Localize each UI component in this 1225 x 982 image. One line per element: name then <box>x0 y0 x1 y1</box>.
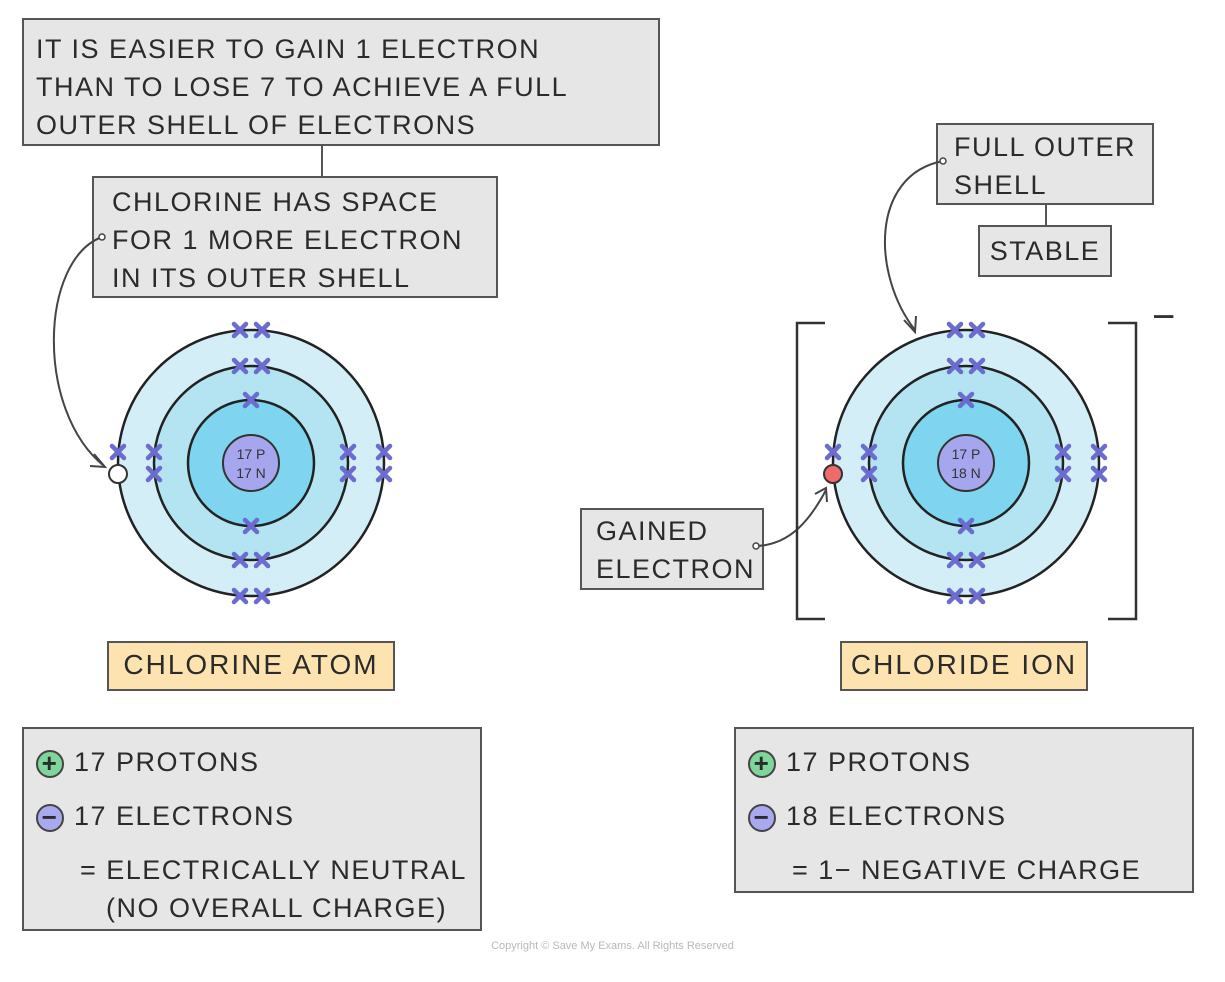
copyright-text: Copyright © Save My Exams. All Rights Re… <box>491 940 734 952</box>
ion-protons-row: +17 PROTONS <box>748 743 972 781</box>
arrowhead <box>903 315 917 335</box>
stable-text: STABLE <box>989 236 1101 266</box>
electron-cross <box>946 551 964 569</box>
electron-cross <box>253 321 271 339</box>
chloride-ion-diagram: 17 P 18 N <box>823 321 1108 605</box>
missing-electron-space <box>108 464 128 484</box>
electron-cross <box>242 517 260 535</box>
electron-cross <box>242 391 260 409</box>
gained-electron-note: GAINED ELECTRON <box>580 508 764 590</box>
electron-cross <box>253 587 271 605</box>
electron-cross <box>253 551 271 569</box>
gained-electron <box>823 464 843 484</box>
top-note-line: OUTER SHELL OF ELECTRONS <box>36 110 477 140</box>
chlorine-atom-label: CHLORINE ATOM <box>107 641 395 691</box>
arrow-tail-dot <box>98 233 106 241</box>
atom-result-line: = ELECTRICALLY NEUTRAL <box>80 855 467 885</box>
electron-cross <box>109 443 127 461</box>
nucleus-neutrons: 18 N <box>951 465 981 481</box>
chlorine-note-line: CHLORINE HAS SPACE <box>112 187 439 217</box>
minus-sign-icon: − <box>748 803 776 832</box>
arrow-tail-dot <box>939 157 947 165</box>
electron-cross <box>375 443 393 461</box>
top-note-line: THAN TO LOSE 7 TO ACHIEVE A FULL <box>36 72 569 102</box>
nucleus <box>937 434 995 492</box>
ion-electrons: 18 ELECTRONS <box>786 801 1007 831</box>
ion-charge-summary: +17 PROTONS −18 ELECTRONS = 1− NEGATIVE … <box>734 727 1194 893</box>
chlorine-note-line: FOR 1 MORE ELECTRON <box>112 225 464 255</box>
chlorine-space-note: CHLORINE HAS SPACE FOR 1 MORE ELECTRON I… <box>92 176 498 298</box>
gained-note-line: ELECTRON <box>596 554 756 584</box>
chlorine-atom-diagram: 17 P 17 N <box>108 321 393 605</box>
top-note-line: IT IS EASIER TO GAIN 1 ELECTRON <box>36 34 541 64</box>
electron-cross <box>231 551 249 569</box>
nucleus-protons: 17 P <box>237 446 266 462</box>
atom-protons-row: +17 PROTONS <box>36 743 260 781</box>
electron-cross <box>1054 443 1072 461</box>
ion-electrons-row: −18 ELECTRONS <box>748 797 1007 835</box>
electron-cross <box>145 443 163 461</box>
electron-cross <box>860 465 878 483</box>
electron-cross <box>968 551 986 569</box>
arrowhead <box>89 453 108 469</box>
nucleus <box>222 434 280 492</box>
gained-arrow <box>755 489 827 547</box>
chloride-ion-label: CHLORIDE ION <box>840 641 1088 691</box>
electron-cross <box>946 321 964 339</box>
electron-cross <box>824 443 842 461</box>
electron-cross <box>1054 465 1072 483</box>
space-arrow <box>52 236 105 467</box>
stable-label: STABLE <box>978 225 1112 277</box>
arrow-tail-dot <box>752 542 760 550</box>
full-outer-shell-note: FULL OUTER SHELL <box>936 123 1154 205</box>
electron-cross <box>946 357 964 375</box>
atom-result-line: (NO OVERALL CHARGE) <box>106 893 448 923</box>
electron-cross <box>1090 465 1108 483</box>
ion-charge: − <box>1152 295 1175 339</box>
atom-charge-summary: +17 PROTONS −17 ELECTRONS = ELECTRICALLY… <box>22 727 482 931</box>
electron-cross <box>968 587 986 605</box>
electron-cross <box>860 443 878 461</box>
left-bracket <box>795 321 825 621</box>
top-note: IT IS EASIER TO GAIN 1 ELECTRON THAN TO … <box>22 18 660 146</box>
gained-note-line: GAINED <box>596 516 709 546</box>
electron-cross <box>1090 443 1108 461</box>
electron-cross <box>375 465 393 483</box>
full-shell-line: SHELL <box>954 170 1048 200</box>
plus-sign-icon: + <box>36 749 64 778</box>
electron-cross <box>253 357 271 375</box>
ion-brackets: − <box>795 295 1175 621</box>
atom-electrons: 17 ELECTRONS <box>74 801 295 831</box>
electron-cross <box>231 587 249 605</box>
connector-lines <box>52 146 1047 550</box>
arrowhead <box>814 486 828 503</box>
ion-protons: 17 PROTONS <box>786 747 972 777</box>
chlorine-atom-name: CHLORINE ATOM <box>123 649 379 680</box>
chlorine-note-line: IN ITS OUTER SHELL <box>112 263 411 293</box>
minus-sign-icon: − <box>36 803 64 832</box>
electron-cross <box>339 443 357 461</box>
electron-cross <box>145 465 163 483</box>
electron-cross <box>968 357 986 375</box>
full-shell-arrow <box>883 160 944 331</box>
right-bracket <box>1108 321 1138 621</box>
electron-cross <box>968 321 986 339</box>
chloride-ion-name: CHLORIDE ION <box>850 649 1078 680</box>
electron-cross <box>957 517 975 535</box>
atom-electrons-row: −17 ELECTRONS <box>36 797 295 835</box>
electron-cross <box>339 465 357 483</box>
nucleus-protons: 17 P <box>952 446 981 462</box>
plus-sign-icon: + <box>748 749 776 778</box>
electron-cross <box>231 321 249 339</box>
electron-cross <box>957 391 975 409</box>
electron-cross <box>231 357 249 375</box>
atom-protons: 17 PROTONS <box>74 747 260 777</box>
electron-cross <box>946 587 964 605</box>
nucleus-neutrons: 17 N <box>236 465 266 481</box>
full-shell-line: FULL OUTER <box>954 132 1137 162</box>
ion-result-line: = 1− NEGATIVE CHARGE <box>792 855 1142 885</box>
